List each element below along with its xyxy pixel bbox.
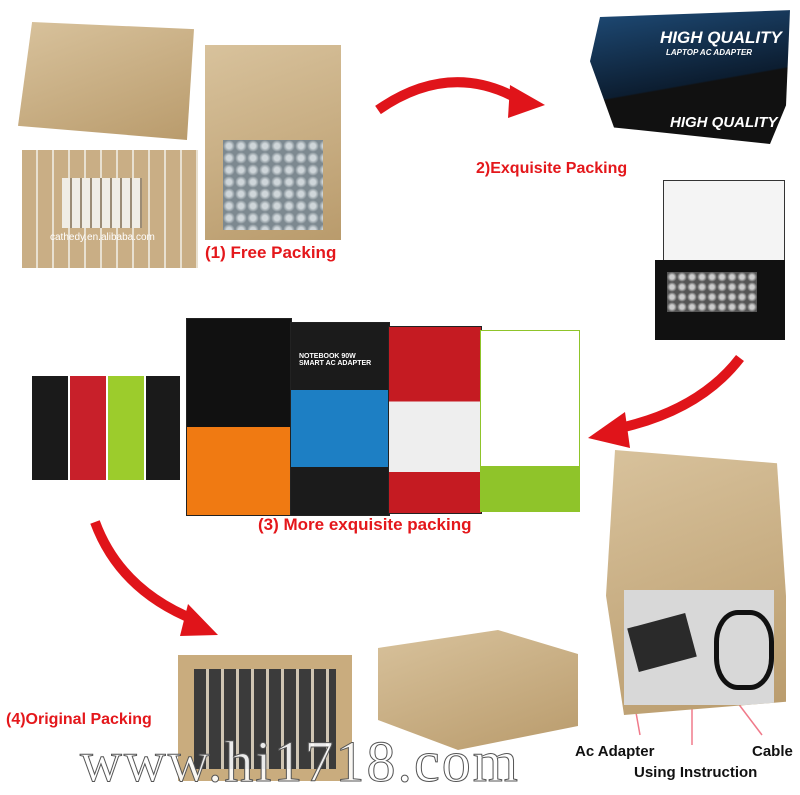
gift-box-title: HIGH QUALITY: [660, 28, 782, 47]
open-box-bubble-wrap-photo: [205, 45, 341, 240]
site-watermark: www.hi1718.com: [80, 729, 520, 795]
open-gift-box-photo: [655, 180, 785, 345]
using-instruction-label: Using Instruction: [634, 764, 758, 781]
retail-box-orange: [186, 318, 292, 516]
red-arrow-1: [375, 77, 523, 115]
retail-box-blue: NOTEBOOK 90W SMART AC ADAPTER: [290, 322, 390, 516]
step-2-label: 2)Exquisite Packing: [476, 160, 628, 177]
red-arrow-1-head: [508, 85, 545, 118]
red-arrow-2: [618, 354, 744, 433]
bulk-adapters-box-photo: [178, 655, 352, 781]
red-arrow-2-head: [588, 412, 630, 448]
closed-kraft-box-bottom-photo: [378, 630, 578, 750]
step-1-label: (1) Free Packing: [205, 243, 337, 262]
red-arrow-3: [90, 520, 197, 625]
gift-box-photo: HIGH QUALITY LAPTOP AC ADAPTER HIGH QUAL…: [590, 10, 790, 144]
red-arrow-3-head: [180, 604, 218, 636]
retail-box-red: [388, 326, 482, 514]
ac-adapter-label: Ac Adapter: [575, 743, 655, 760]
retail-box-green: [480, 330, 580, 512]
gift-box-side-title: HIGH QUALITY: [670, 114, 778, 131]
step-3-label: (3) More exquisite packing: [258, 515, 472, 534]
small-retail-boxes-photo: [32, 368, 180, 480]
closed-kraft-box-photo: [18, 22, 194, 140]
open-kraft-box-contents-photo: [606, 450, 786, 715]
photo-watermark: cathedy.en.alibaba.com: [50, 232, 155, 243]
cable-label: Cable: [752, 743, 793, 760]
warehouse-boxes-photo: cathedy.en.alibaba.com: [22, 150, 198, 268]
gift-box-subtitle: LAPTOP AC ADAPTER: [666, 48, 753, 57]
step-4-label: (4)Original Packing: [6, 711, 152, 728]
